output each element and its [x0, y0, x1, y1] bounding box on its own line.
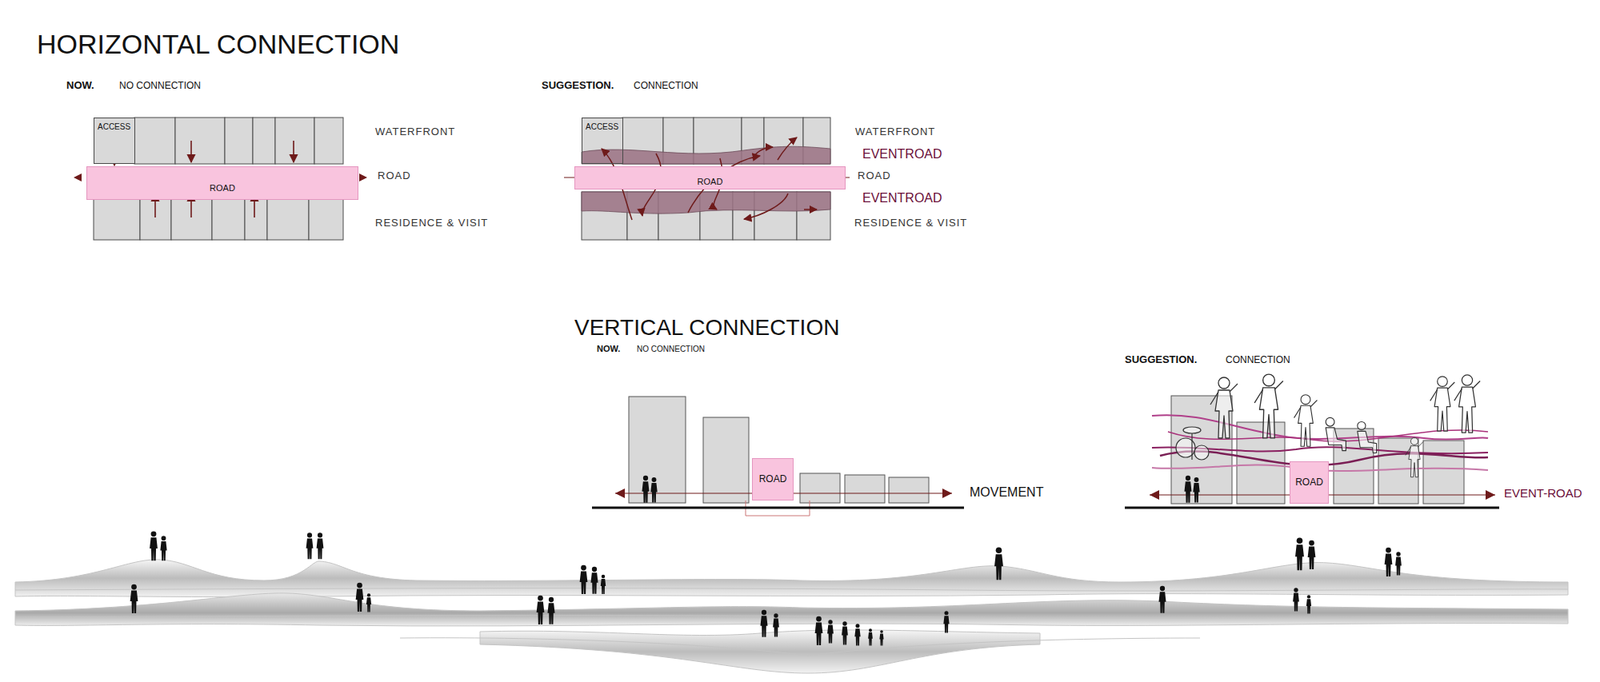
node-text: ACCESS	[97, 122, 131, 132]
subheading: NO CONNECTION	[636, 344, 705, 355]
subheading: CONNECTION	[1225, 355, 1291, 367]
zone-label: RESIDENCE & VISIT	[375, 217, 488, 230]
subheading: SUGGESTION.	[1124, 354, 1197, 367]
zone-label: WATERFRONT	[855, 126, 936, 139]
node-text: ROAD	[209, 183, 236, 194]
subheading: SUGGESTION.	[541, 80, 614, 92]
axis-label: EVENT-ROAD	[1504, 486, 1583, 500]
subheading: NOW.	[66, 80, 95, 92]
eventroad-label: EVENTROAD	[862, 147, 943, 162]
section-title: VERTICAL CONNECTION	[574, 315, 840, 341]
zone-label: ROAD	[857, 170, 892, 183]
now-section	[592, 396, 964, 516]
subheading: NOW.	[596, 344, 620, 355]
subheading: CONNECTION	[633, 80, 699, 92]
zone-label: RESIDENCE & VISIT	[854, 217, 968, 230]
zone-label: WATERFRONT	[375, 126, 456, 139]
road-box: ROAD	[752, 458, 794, 501]
zone-label: ROAD	[377, 170, 412, 183]
subheading: NO CONNECTION	[119, 80, 201, 92]
access-block: ACCESS	[581, 117, 624, 164]
node-text: ACCESS	[585, 122, 619, 132]
node-text: ROAD	[697, 176, 724, 188]
landscape	[15, 560, 1568, 674]
road-box: ROAD	[1289, 461, 1329, 504]
eventroad-label: EVENTROAD	[862, 191, 943, 206]
access-block: ACCESS	[93, 117, 136, 164]
axis-label: MOVEMENT	[969, 485, 1044, 500]
node-text: ROAD	[759, 474, 788, 486]
road-band: ROAD	[574, 166, 846, 190]
section-title: HORIZONTAL CONNECTION	[36, 28, 400, 60]
node-text: ROAD	[1295, 477, 1324, 489]
suggestion-section	[1124, 374, 1500, 508]
people	[130, 531, 1402, 646]
road-band: ROAD	[86, 166, 359, 200]
